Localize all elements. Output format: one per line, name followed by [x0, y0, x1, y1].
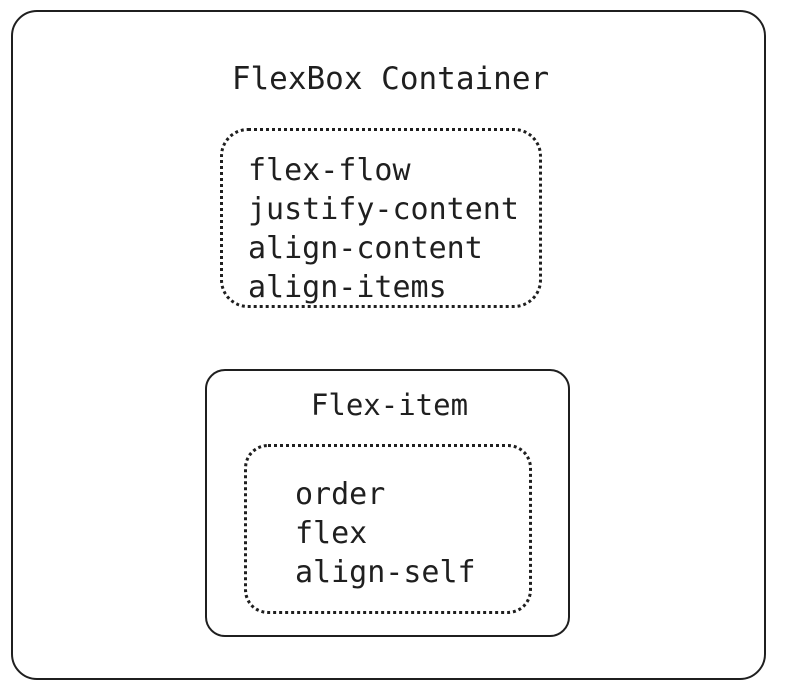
property-align-self: align-self	[295, 555, 476, 590]
item-properties-list: order flex align-self	[295, 475, 476, 592]
container-properties-box: flex-flow justify-content align-content …	[220, 128, 542, 308]
property-flex: flex	[295, 516, 368, 551]
property-flex-flow: flex-flow	[248, 153, 411, 188]
property-align-content: align-content	[248, 231, 483, 266]
property-order: order	[295, 477, 386, 512]
flexbox-container-box: FlexBox Container flex-flow justify-cont…	[11, 10, 766, 680]
property-justify-content: justify-content	[248, 192, 519, 227]
flex-item-title: Flex-item	[310, 388, 469, 422]
flex-item-box: Flex-item order flex align-self	[205, 369, 570, 637]
item-properties-box: order flex align-self	[244, 444, 532, 614]
property-align-items: align-items	[248, 270, 447, 305]
container-properties-list: flex-flow justify-content align-content …	[248, 151, 519, 307]
page-title: FlexBox Container	[231, 61, 550, 97]
